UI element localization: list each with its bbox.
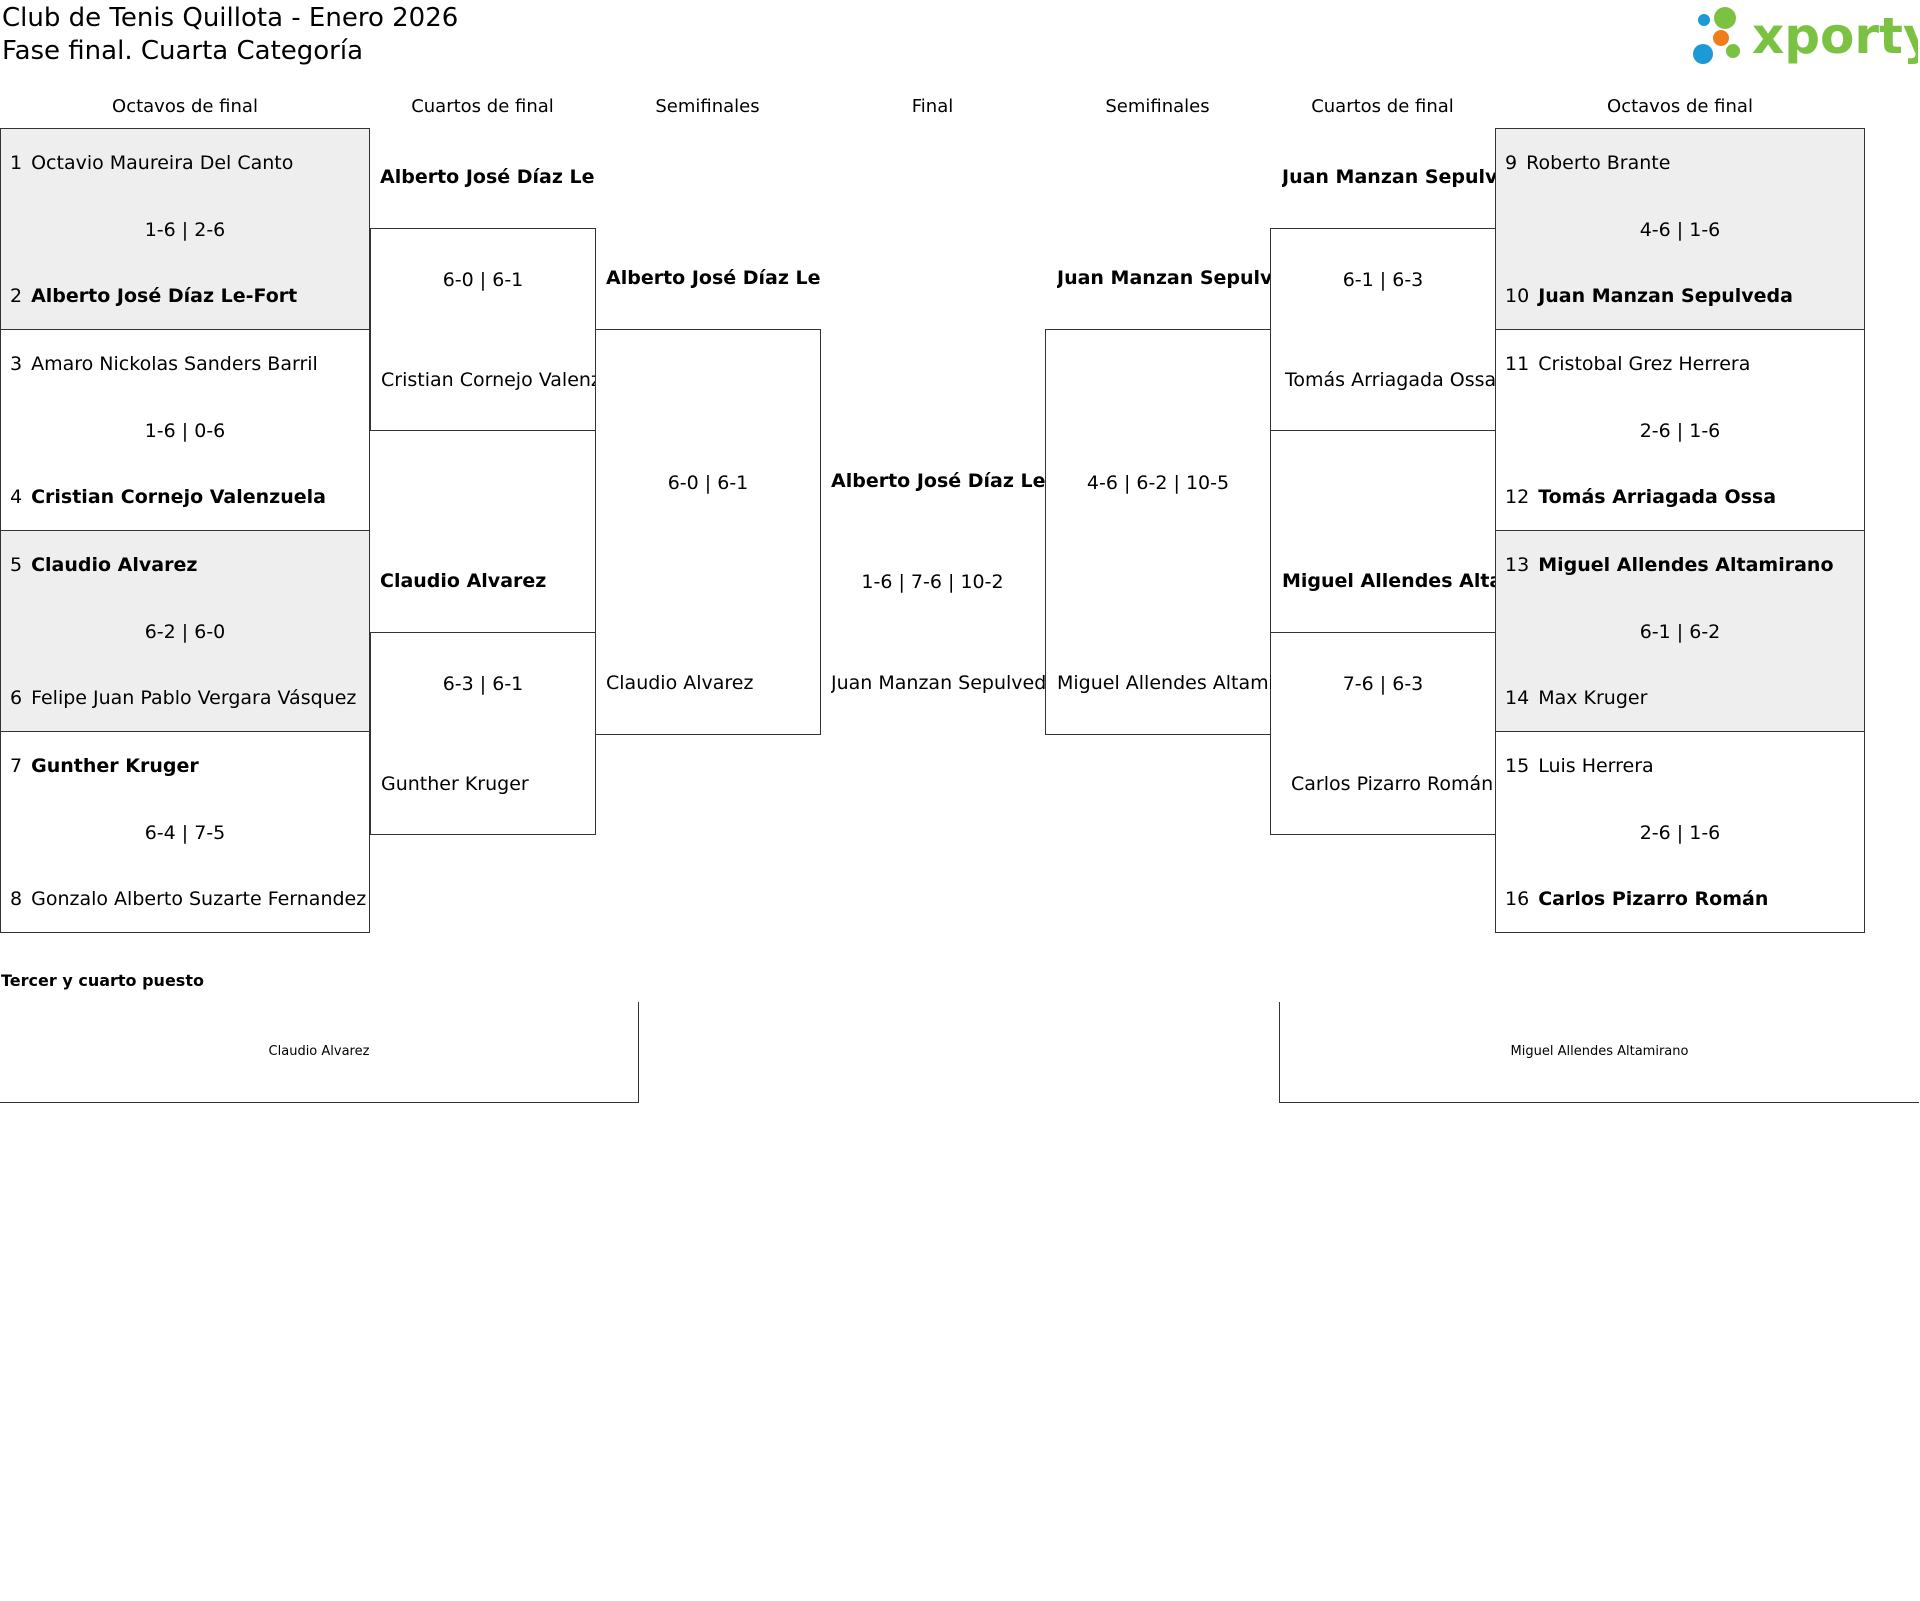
match-score: 2-6 | 1-6	[1639, 822, 1721, 844]
match-score: 6-4 | 7-5	[144, 822, 226, 844]
match-score: 7-6 | 6-3	[1342, 673, 1424, 695]
match-score: 6-1 | 6-3	[1342, 269, 1424, 291]
match-score: 2-6 | 1-6	[1639, 420, 1721, 442]
third-place-slot-a: Claudio Alvarez	[0, 1002, 639, 1103]
third-place-player-b: Miguel Allendes Altamirano	[1510, 1044, 1689, 1059]
col-header-right-qf: Cuartos de final	[1311, 96, 1454, 117]
col-header-left-r16: Octavos de final	[112, 96, 258, 117]
page-subtitle: Fase final. Cuarta Categoría	[2, 36, 364, 66]
final-player-b: Juan Manzan Sepulveda	[831, 672, 1045, 694]
sf-right-player-a: Juan Manzan Sepulveda	[1057, 267, 1270, 289]
qf-left-1-player-a: Alberto José Díaz Le-Fort	[380, 166, 595, 188]
match-score: 4-6 | 6-2 | 10-5	[1086, 472, 1230, 494]
match-score: 1-6 | 2-6	[144, 219, 226, 241]
third-place-slot-b: Miguel Allendes Altamirano	[1279, 1002, 1919, 1103]
sf-left-match: 6-0 | 6-1 Claudio Alvarez	[595, 329, 821, 735]
qf-right-match-1: 6-1 | 6-3 Tomás Arriagada Ossa	[1270, 228, 1496, 431]
match-score: 6-1 | 6-2	[1639, 621, 1721, 643]
final-player-a: Alberto José Díaz Le-Fort	[831, 470, 1045, 492]
page-title: Club de Tenis Quillota - Enero 2026	[2, 3, 459, 33]
third-place-player-a: Claudio Alvarez	[268, 1044, 370, 1059]
xporty-logo-icon: xporty	[1693, 7, 1920, 65]
qf-left-1-player-b: Cristian Cornejo Valenzuela	[381, 369, 596, 391]
match-score: 6-0 | 6-1	[667, 472, 749, 494]
match-score: 6-3 | 6-1	[442, 673, 524, 695]
col-header-left-sf: Semifinales	[655, 96, 760, 117]
match-score: 1-6 | 0-6	[144, 420, 226, 442]
qf-left-2-player-a: Claudio Alvarez	[380, 570, 547, 592]
qf-left-match-2: 6-3 | 6-1 Gunther Kruger	[370, 632, 596, 835]
third-place-label: Tercer y cuarto puesto	[1, 971, 204, 990]
sf-left-player-a: Alberto José Díaz Le-Fort	[606, 267, 820, 289]
qf-left-2-player-b: Gunther Kruger	[381, 773, 529, 795]
col-header-right-r16: Octavos de final	[1607, 96, 1753, 117]
sf-left-player-b: Claudio Alvarez	[606, 672, 754, 694]
final-score: 1-6 | 7-6 | 10-2	[861, 571, 1004, 593]
qf-right-match-2: 7-6 | 6-3 Carlos Pizarro Román	[1270, 632, 1496, 835]
col-header-left-qf: Cuartos de final	[411, 96, 554, 117]
qf-right-2-player-a: Miguel Allendes Altamirano	[1282, 570, 1495, 592]
match-score: 4-6 | 1-6	[1639, 219, 1721, 241]
qf-right-2-player-b: Carlos Pizarro Román	[1291, 773, 1494, 795]
col-header-final: Final	[911, 96, 954, 117]
col-header-right-sf: Semifinales	[1105, 96, 1210, 117]
qf-right-1-player-b: Tomás Arriagada Ossa	[1285, 369, 1496, 391]
sf-right-match: 4-6 | 6-2 | 10-5 Miguel Allendes Altamir…	[1045, 329, 1271, 735]
match-score: 6-0 | 6-1	[442, 269, 524, 291]
xporty-logo: xporty	[1693, 5, 1920, 67]
logo-text: xporty	[1752, 7, 1918, 65]
match-score: 6-2 | 6-0	[144, 621, 226, 643]
qf-right-1-player-a: Juan Manzan Sepulveda	[1282, 166, 1495, 188]
qf-left-match-1: 6-0 | 6-1 Cristian Cornejo Valenzuela	[370, 228, 596, 431]
sf-right-player-b: Miguel Allendes Altamirano	[1057, 672, 1271, 694]
